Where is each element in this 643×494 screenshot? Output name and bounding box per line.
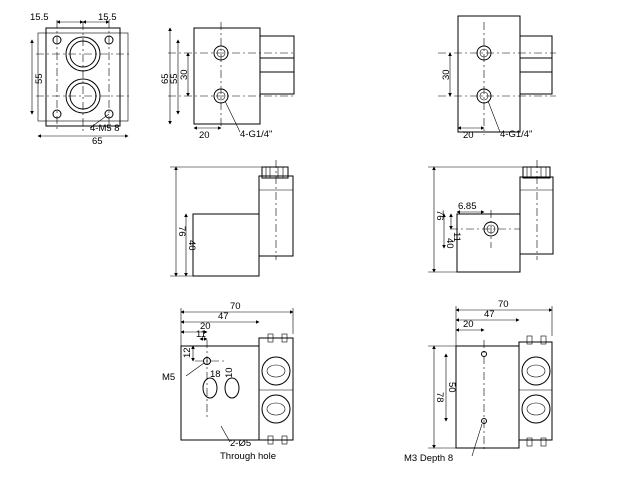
label-4-g1-4-b: 4-G1/4" <box>500 129 532 140</box>
view-middle-left: 76 40 <box>170 160 294 277</box>
dim-18: 18 <box>210 369 221 380</box>
dim-15-5-right: 15.5 <box>98 12 117 23</box>
dim-78: 78 <box>434 392 445 403</box>
label-through-hole: Through hole <box>220 451 276 462</box>
dim-15-5-left: 15.5 <box>30 12 49 23</box>
dim-6-85: 6.85 <box>458 201 477 212</box>
label-4-m5-8: 4-M5 8 <box>90 123 120 134</box>
dim-20-side: 20 <box>199 130 210 141</box>
dim-65-front: 65 <box>92 136 103 147</box>
dim-20-bl: 20 <box>200 321 211 332</box>
dim-70-bl: 70 <box>230 301 241 312</box>
dim-10: 10 <box>224 367 235 378</box>
dim-40-right: 40 <box>444 238 455 249</box>
label-4-g1-4-a: 4-G1/4" <box>240 129 272 140</box>
dim-47-bl: 47 <box>218 311 229 322</box>
dim-55-front: 55 <box>34 73 45 84</box>
dim-12-bl: 12 <box>182 347 193 358</box>
dim-11-bl: 11 <box>196 329 206 340</box>
view-bottom-right: 70 47 20 78 50 M3 Depth 8 <box>404 299 553 464</box>
view-middle-right: 76 40 11 6.85 <box>428 160 554 273</box>
label-2-dia-5: 2-Ø5 <box>230 438 251 449</box>
label-m3-depth-8: M3 Depth 8 <box>404 453 453 464</box>
dim-40-left: 40 <box>186 240 197 251</box>
view-bottom-left: 70 47 20 11 12 18 10 M5 2-Ø5 Through hol… <box>162 301 294 462</box>
view-side-ports: 65 55 30 20 4-G1/4" <box>160 22 296 141</box>
dim-20-br: 20 <box>463 319 474 330</box>
dim-11-right: 11 <box>451 232 462 242</box>
dim-76-left: 76 <box>176 226 187 237</box>
dim-70-br: 70 <box>498 299 509 310</box>
dim-55-side: 55 <box>169 73 180 84</box>
view-right-ports: 30 20 4-G1/4" <box>438 15 556 141</box>
label-m5: M5 <box>162 372 175 383</box>
view-front-face: 15.5 15.5 55 65 4-M5 8 <box>30 12 130 147</box>
dim-47-br: 47 <box>484 309 495 320</box>
dim-20-right: 20 <box>463 130 474 141</box>
dim-30-right: 30 <box>441 69 452 80</box>
dim-65-side: 65 <box>160 73 171 84</box>
dim-30-side: 30 <box>179 69 190 80</box>
dim-76-right: 76 <box>434 210 445 221</box>
dim-50: 50 <box>446 382 457 393</box>
